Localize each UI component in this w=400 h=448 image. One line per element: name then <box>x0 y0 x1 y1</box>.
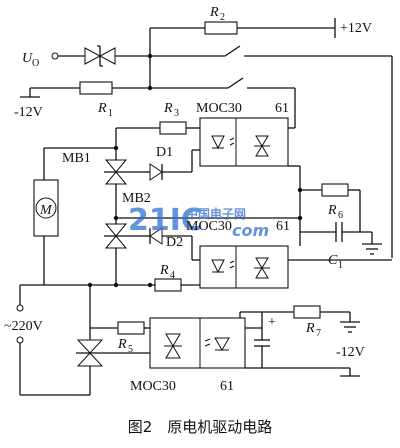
label-mb1: MB1 <box>62 151 91 166</box>
label-plus12v: +12V <box>340 21 372 36</box>
label-r6: R <box>327 203 337 218</box>
triac-mb2 <box>104 218 140 288</box>
resistor-r6 <box>321 183 349 197</box>
label-minus12v-right: -12V <box>336 345 365 360</box>
resistor-r1 <box>79 81 113 95</box>
negative-supply-row <box>20 77 296 128</box>
label-moc-top-num: 61 <box>275 101 289 116</box>
label-moc-top: MOC30 <box>196 101 242 116</box>
resistor-r5 <box>117 321 145 335</box>
label-d1: D1 <box>156 145 173 160</box>
label-c1: C <box>328 253 338 268</box>
label-r7-sub: 7 <box>316 328 321 339</box>
label-r4: R <box>159 263 169 278</box>
label-uo: U <box>22 51 33 66</box>
label-moc-mid: MOC30 <box>186 219 232 234</box>
resistor-r3 <box>159 121 187 135</box>
label-r1: R <box>97 101 107 116</box>
triac-lower <box>76 285 150 396</box>
label-ac: ~220V <box>4 319 43 334</box>
label-r6-sub: 6 <box>338 210 343 221</box>
label-minus12v-left: -12V <box>14 105 43 120</box>
label-r5: R <box>117 337 127 352</box>
bidirectional-zener-diode <box>84 45 116 67</box>
optocoupler-middle <box>199 245 289 289</box>
optocoupler-top <box>199 117 295 167</box>
triac-mb1 <box>104 128 140 218</box>
label-cap-plus: + <box>268 315 276 330</box>
resistor-r2 <box>204 21 238 35</box>
figure-caption: 图2 原电机驱动电路 <box>128 418 273 436</box>
label-r5-sub: 5 <box>128 344 133 355</box>
label-r2-sub: 2 <box>220 12 225 23</box>
label-mb2: MB2 <box>122 191 151 206</box>
bottom-supply-section <box>239 305 360 377</box>
label-moc-mid-num: 61 <box>276 219 290 234</box>
diode-d2 <box>140 227 200 261</box>
resistor-r7 <box>293 305 321 319</box>
optocoupler-bottom <box>149 317 246 369</box>
label-r2: R <box>209 5 219 20</box>
label-c1-sub: 1 <box>338 260 343 271</box>
label-r7: R <box>305 321 315 336</box>
label-d2: D2 <box>166 235 183 250</box>
label-r3-sub: 3 <box>174 108 179 119</box>
watermark-logo: 21IC <box>128 203 203 238</box>
uo-terminal <box>51 52 59 60</box>
diode-d1 <box>140 149 200 181</box>
snubber-r6-c1 <box>300 183 382 255</box>
label-r4-sub: 4 <box>170 270 175 281</box>
ac-source <box>16 284 78 396</box>
motor <box>33 179 59 237</box>
motor-section <box>33 147 116 286</box>
watermark-url: com <box>232 221 269 240</box>
label-moc-bot-num: 61 <box>220 379 234 394</box>
label-r1-sub: 1 <box>108 108 113 119</box>
label-uo-sub: O <box>32 58 39 69</box>
label-motor: M <box>39 203 53 218</box>
watermark: 21IC 中国电子网 com <box>128 203 269 240</box>
label-r3: R <box>163 101 173 116</box>
watermark-cn: 中国电子网 <box>186 206 246 221</box>
resistor-r4 <box>154 278 182 292</box>
label-moc-bot: MOC30 <box>130 379 176 394</box>
